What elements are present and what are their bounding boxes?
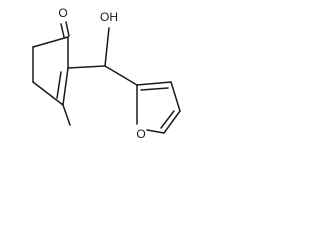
furan-bond-c4-c5-inner: [160, 110, 175, 129]
ring-bond-c1-c5: [32, 36, 69, 48]
hydroxyl-label: OH: [100, 10, 118, 24]
furan-bond-c2-c3-inner: [140, 87, 169, 91]
ketone-oxygen-label: O: [58, 6, 67, 20]
carbinol-to-furan-bond: [104, 65, 138, 86]
ring-bond-c3-c2-inner: [56, 71, 62, 99]
ring-bond-c3-c2: [62, 67, 69, 106]
chemical-structure: O OH O: [32, 6, 181, 141]
hydroxyl-bond: [104, 27, 110, 67]
carbonyl-bond-second: [60, 23, 65, 38]
furan-bond-c4-c5: [163, 110, 181, 134]
carbonyl-bond: [65, 21, 70, 37]
methyl-bond: [62, 104, 71, 126]
furan-bond-c3-c4: [170, 81, 181, 112]
ring-to-carbinol-bond: [67, 65, 106, 69]
furan-oxygen-label: O: [136, 127, 145, 141]
furan-bond-c2-c3: [136, 81, 172, 86]
furan-bond-c5-o: [146, 129, 165, 134]
ring-bond-c4-c3: [32, 81, 64, 106]
